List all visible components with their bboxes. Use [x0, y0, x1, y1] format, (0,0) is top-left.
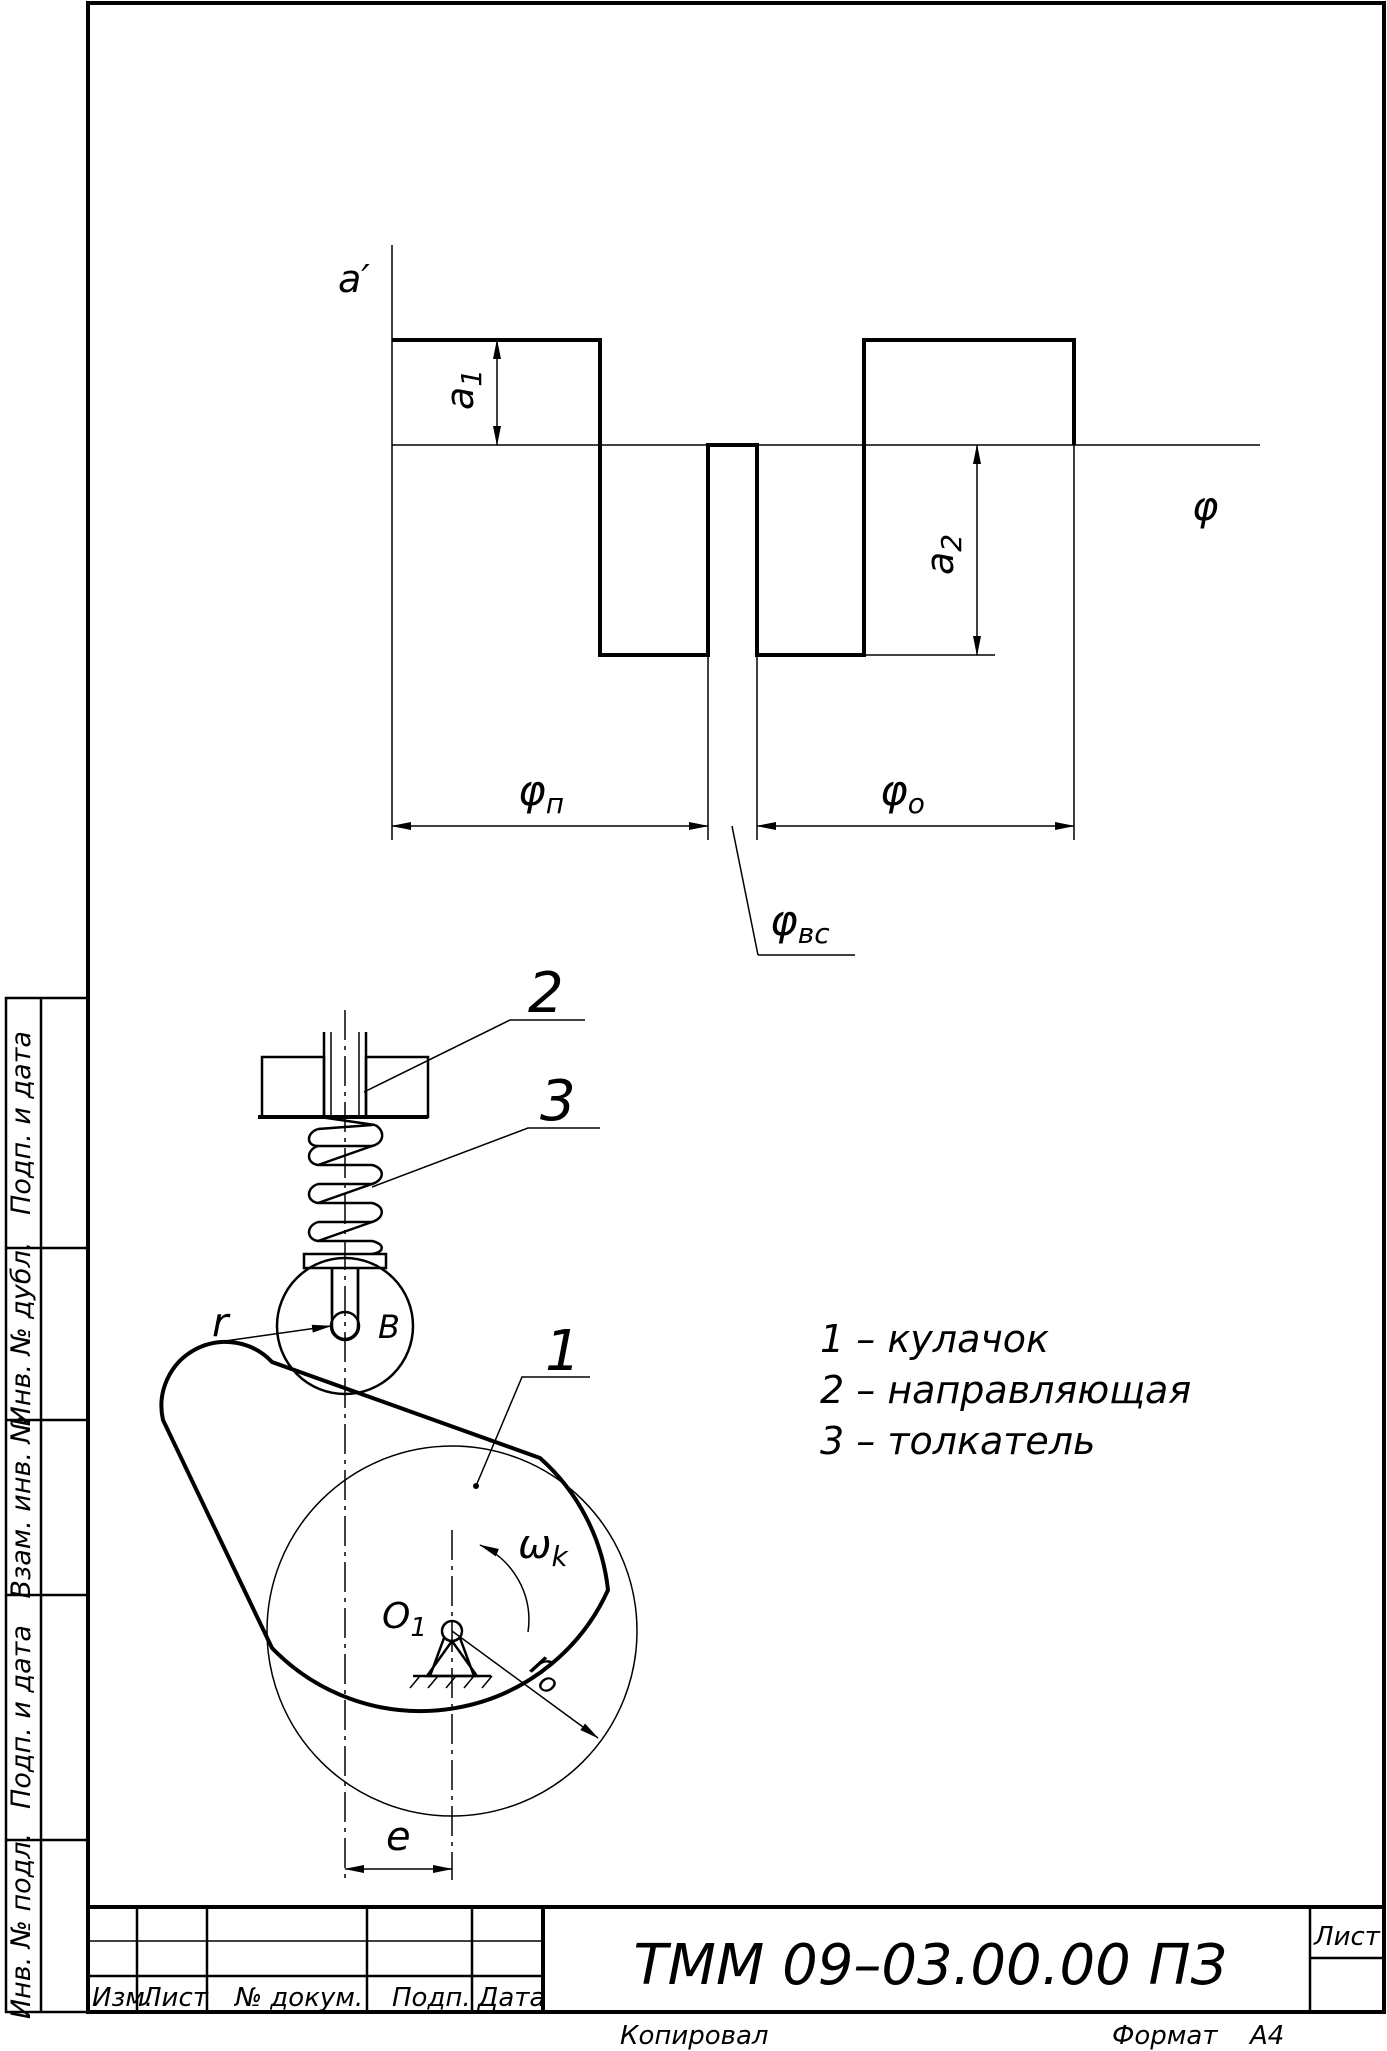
y-axis-label: a′ [338, 257, 370, 301]
x-axis-label: φ [1192, 484, 1218, 530]
phi-o-label: φо [880, 766, 925, 820]
sheet-frame [86, 1, 1386, 2014]
side-stamp-label-4: Подп. и дата [6, 1625, 37, 1809]
legend-item-1: 1 – кулачок [820, 1317, 1049, 1361]
side-stamp-label-3: Взам. инв. № [6, 1415, 37, 1598]
a1-dimension-label: a1 [438, 369, 488, 410]
document-designation: ТММ 09–03.00.00 ПЗ [633, 1933, 1226, 1998]
col-izm: Изм. [92, 1983, 153, 2013]
acceleration-diagram: a′ φ a1 a2 φп φо φвс [338, 245, 1260, 956]
callout-2: 2 [528, 961, 564, 1026]
cam-profile [159, 1339, 611, 1714]
format-label: Формат [1112, 2021, 1218, 2051]
roller-radius-label: r [212, 1300, 231, 1346]
callout-3: 3 [540, 1069, 576, 1134]
col-list: Лист [141, 1983, 209, 2013]
point-b-label: B [378, 1308, 400, 1346]
callout-1: 1 [545, 1319, 581, 1384]
phi-vs-label: φвс [770, 896, 830, 950]
col-doc-number: № докум. [233, 1983, 363, 2013]
phi-p-label: φп [518, 766, 564, 820]
legend: 1 – кулачок 2 – направляющая 3 – толкате… [820, 1317, 1191, 1463]
side-stamp-label-2: Инв. № дубл. [6, 1242, 37, 1427]
legend-item-2: 2 – направляющая [820, 1368, 1191, 1412]
title-block: Изм. Лист № докум. Подп. Дата ТММ 09–03.… [88, 1905, 1384, 2051]
acceleration-curve [392, 338, 1076, 657]
sheet-label: Лист [1313, 1922, 1381, 1952]
side-stamp-label-1: Подп. и дата [6, 1031, 37, 1215]
omega-label: ωk [518, 1522, 570, 1573]
a2-dimension-label: a2 [918, 534, 968, 575]
side-stamp-label-5: Инв. № подл. [6, 1833, 37, 2019]
guide [258, 1032, 430, 1119]
legend-item-3: 3 – толкатель [820, 1419, 1095, 1463]
cam-mechanism: B r O1 ωk ro e 2 3 1 [159, 961, 638, 1880]
offset-label: e [386, 1814, 411, 1860]
col-signature: Подп. [392, 1983, 471, 2013]
copied-label: Копировал [620, 2021, 769, 2051]
format-value: А4 [1248, 2021, 1284, 2051]
side-stamp: Подп. и дата Инв. № дубл. Взам. инв. № П… [4, 996, 90, 2019]
center-label: O1 [382, 1596, 427, 1643]
col-date: Дата [477, 1983, 545, 2013]
